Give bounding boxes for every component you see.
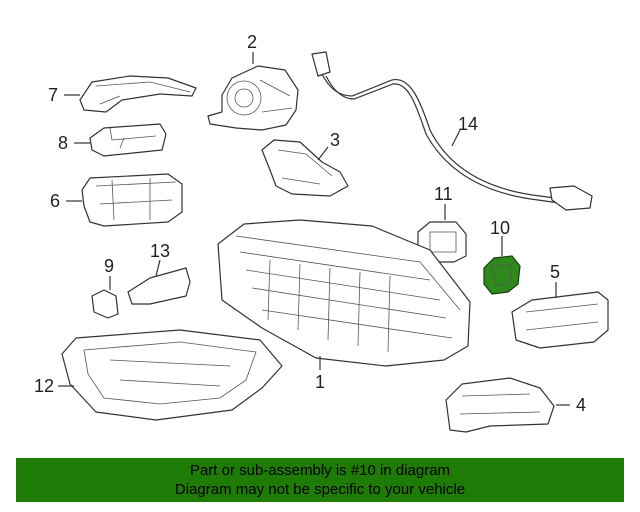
callout-9: 9 bbox=[104, 256, 114, 276]
callout-4: 4 bbox=[576, 395, 586, 415]
leader-3 bbox=[317, 146, 329, 161]
part-12-tray[interactable] bbox=[61, 329, 283, 421]
part-8-connector[interactable] bbox=[89, 123, 167, 157]
part-6-bracket[interactable] bbox=[81, 173, 183, 227]
callout-10: 10 bbox=[490, 218, 510, 238]
leader-14 bbox=[451, 129, 461, 147]
callout-12: 12 bbox=[34, 376, 54, 396]
callout-13: 13 bbox=[150, 241, 170, 261]
part-10-highlighted[interactable] bbox=[483, 255, 521, 295]
callout-5: 5 bbox=[550, 262, 560, 282]
callout-3: 3 bbox=[330, 130, 340, 150]
callout-14: 14 bbox=[458, 114, 478, 134]
part-9-bracket[interactable] bbox=[91, 289, 119, 319]
callout-7: 7 bbox=[48, 85, 58, 105]
part-2-blower-fan[interactable] bbox=[207, 65, 299, 131]
part-14-wire-harness[interactable] bbox=[311, 51, 593, 211]
part-5-bracket[interactable] bbox=[511, 291, 609, 349]
banner-line-1: Part or sub-assembly is #10 in diagram bbox=[189, 462, 451, 479]
callout-6: 6 bbox=[50, 191, 60, 211]
callout-2: 2 bbox=[247, 32, 257, 52]
leader-13 bbox=[155, 259, 161, 277]
part-info-banner: Part or sub-assembly is #10 in diagram D… bbox=[16, 458, 624, 502]
banner-line-2: Diagram may not be specific to your vehi… bbox=[174, 481, 466, 498]
callout-1: 1 bbox=[315, 372, 325, 392]
callout-8: 8 bbox=[58, 133, 68, 153]
part-4-cover[interactable] bbox=[445, 377, 555, 433]
part-7-duct[interactable] bbox=[79, 75, 197, 113]
part-13-plate[interactable] bbox=[127, 267, 191, 305]
callout-11: 11 bbox=[434, 184, 453, 204]
part-1-battery-pack[interactable] bbox=[217, 219, 471, 367]
part-3-duct[interactable] bbox=[261, 139, 349, 197]
